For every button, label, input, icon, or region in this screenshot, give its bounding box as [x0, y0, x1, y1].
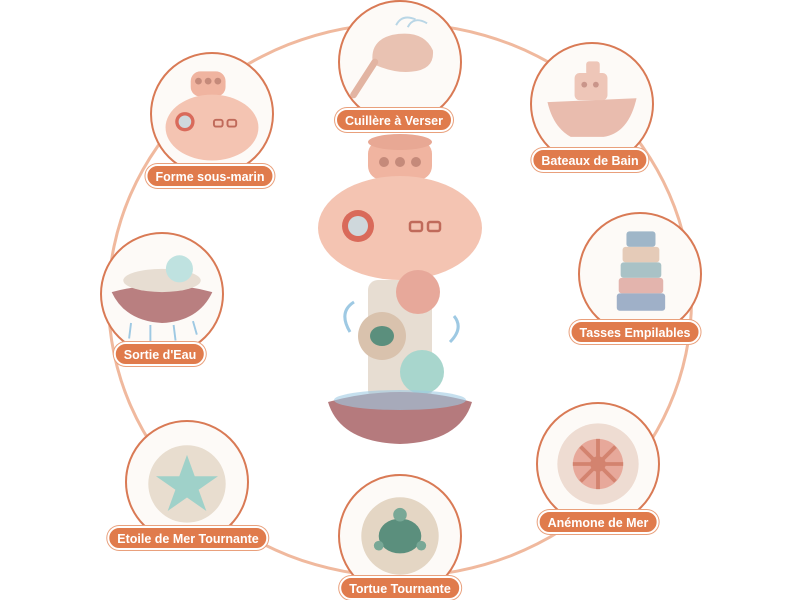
- water-outlet-bubble: [100, 232, 224, 356]
- turtle-icon: [361, 497, 439, 575]
- spoon-icon: [350, 16, 434, 99]
- label-cups: Tasses Empilables: [569, 320, 701, 344]
- label-boat: Bateaux de Bain: [531, 148, 649, 172]
- label-spoon: Cuillère à Verser: [335, 108, 453, 132]
- cups-bubble: [578, 212, 702, 336]
- submarine-waterwheel-icon: [318, 134, 482, 444]
- label-sub: Forme sous-marin: [145, 164, 275, 188]
- label-turtle: Tortue Tournante: [339, 576, 461, 600]
- spoon-bubble: [338, 0, 462, 124]
- starfish-icon: [148, 445, 226, 523]
- submarine-bubble: [150, 52, 274, 176]
- label-anemone: Anémone de Mer: [537, 510, 659, 534]
- anemone-icon: [557, 423, 639, 505]
- main-toy-image: [310, 132, 490, 462]
- boat-icon: [547, 61, 637, 137]
- water-outlet-icon: [111, 255, 213, 343]
- anemone-bubble: [536, 402, 660, 526]
- submarine-icon: [165, 71, 259, 161]
- starfish-bubble: [125, 420, 249, 544]
- cups-icon: [616, 231, 666, 311]
- label-water: Sortie d'Eau: [113, 342, 207, 366]
- label-star: Etoile de Mer Tournante: [107, 526, 269, 550]
